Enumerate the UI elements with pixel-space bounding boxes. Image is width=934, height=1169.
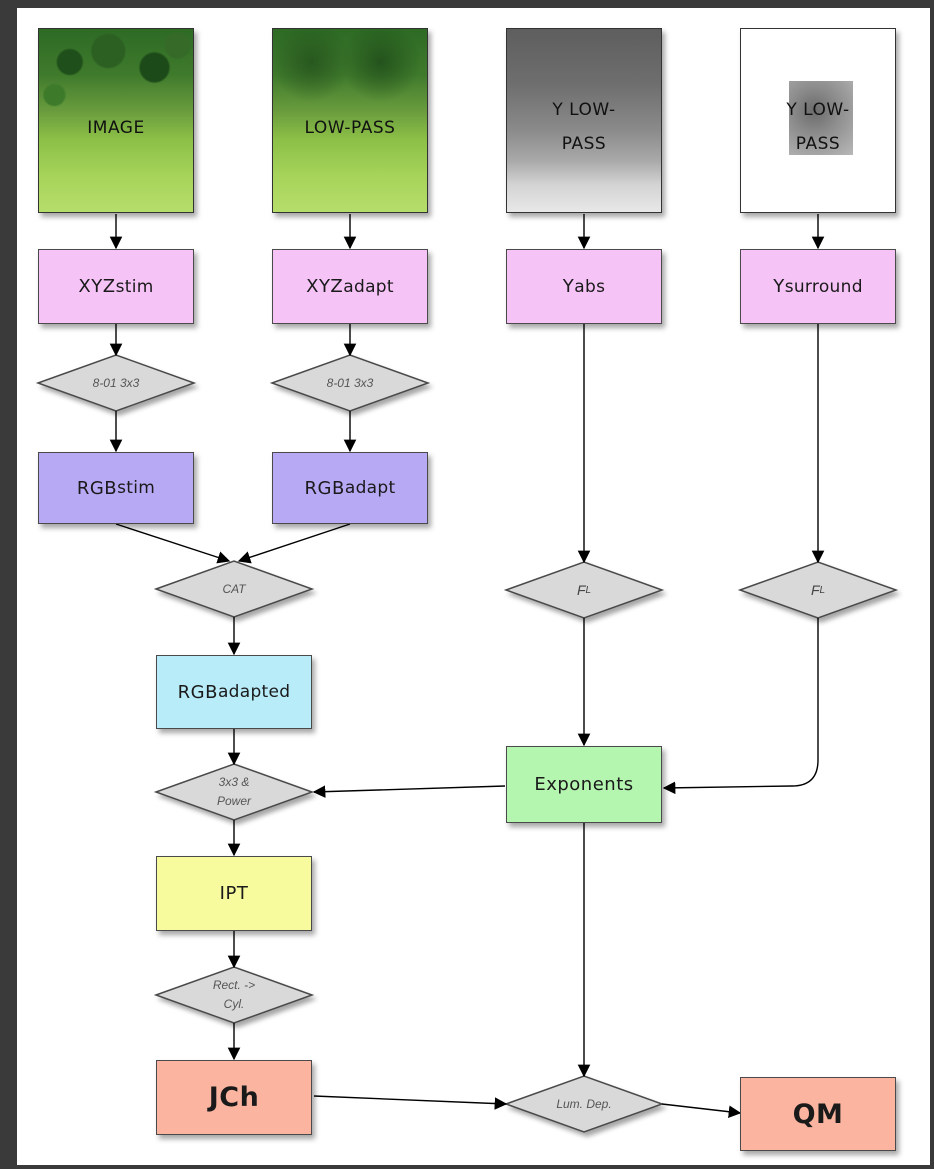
rect-cyl-diamond	[153, 966, 315, 1024]
fl-abs-diamond	[503, 561, 665, 619]
fl-surround-subscript: L	[819, 584, 826, 596]
power-label: 3x3 & Power	[156, 770, 312, 814]
rect-cyl-label: Rect. -> Cyl.	[156, 973, 312, 1017]
ipt-box: IPT	[156, 856, 312, 931]
matrix-adapt-label: 8-01 3x3	[326, 375, 374, 390]
edge-rgb-adapt-to-cat	[237, 523, 351, 564]
y-low-pass-surround-thumbnail: Y LOW- PASS	[740, 28, 896, 213]
image-label: IMAGE	[87, 118, 145, 138]
cat-diamond	[153, 560, 315, 618]
jch-box: JCh	[156, 1060, 312, 1135]
y-low-pass-surround-label-line1: Y LOW-	[786, 100, 850, 120]
y-low-pass-label-line1: Y LOW-	[552, 100, 616, 120]
qm-box: QM	[740, 1077, 896, 1151]
y-surround-subscript: surround	[784, 276, 863, 297]
fl-surround-diamond	[737, 561, 899, 619]
xyz-stim-subscript: stim	[115, 276, 154, 297]
low-pass-label: LOW-PASS	[304, 118, 396, 138]
rect-cyl-label-line1: Rect. ->	[212, 978, 256, 992]
y-low-pass-label-line2: PASS	[561, 134, 607, 154]
edge-jch-to-lum-dep	[313, 1095, 508, 1110]
surround-patch	[789, 81, 853, 155]
y-abs-subscript: abs	[574, 276, 606, 297]
exponents-box: Exponents	[506, 746, 662, 823]
fl-surround-main: F	[810, 581, 820, 598]
xyz-adapt-label: XYZ	[306, 276, 344, 297]
ipt-label: IPT	[219, 883, 249, 904]
matrix-adapt-diamond	[269, 354, 431, 412]
lum-dep-label: Lum. Dep.	[556, 1096, 612, 1111]
rgb-adapted-subscript: adapted	[217, 682, 291, 702]
xyz-adapt-subscript: adapt	[343, 276, 394, 297]
rgb-adapted-label: RGB	[177, 681, 218, 703]
y-low-pass-thumbnail: Y LOW- PASS	[506, 28, 662, 213]
edge-lum-dep-to-qm	[661, 1103, 742, 1118]
y-abs-label: Y	[562, 276, 575, 297]
qm-label: QM	[792, 1098, 844, 1130]
cat-label: CAT	[222, 581, 246, 596]
rgb-stim-subscript: stim	[117, 478, 156, 498]
image-thumbnail: IMAGE	[38, 28, 194, 213]
xyz-stim-label: XYZ	[78, 276, 116, 297]
matrix-stim-label: 8-01 3x3	[92, 375, 140, 390]
fl-abs-main: F	[576, 581, 586, 598]
power-label-line2: Power	[216, 794, 251, 808]
jch-label: JCh	[208, 1082, 260, 1113]
y-low-pass-surround-label-line2: PASS	[795, 134, 841, 154]
edge-exponents-to-power	[312, 785, 506, 798]
power-label-line1: 3x3 &	[218, 775, 250, 789]
matrix-stim-diamond	[35, 354, 197, 412]
edge-fl-surround-to-exponents	[662, 618, 819, 795]
fl-abs-subscript: L	[585, 584, 592, 596]
edge-rgb-stim-to-cat	[115, 523, 231, 564]
rgb-stim-label: RGB	[76, 477, 118, 499]
power-diamond	[153, 763, 315, 821]
exponents-label: Exponents	[534, 774, 634, 795]
y-surround-label: Y	[773, 276, 785, 297]
rgb-adapt-subscript: adapt	[344, 478, 396, 498]
rect-cyl-label-line2: Cyl.	[223, 997, 245, 1011]
rgb-adapt-label: RGB	[304, 477, 345, 499]
low-pass-thumbnail: LOW-PASS	[272, 28, 428, 213]
